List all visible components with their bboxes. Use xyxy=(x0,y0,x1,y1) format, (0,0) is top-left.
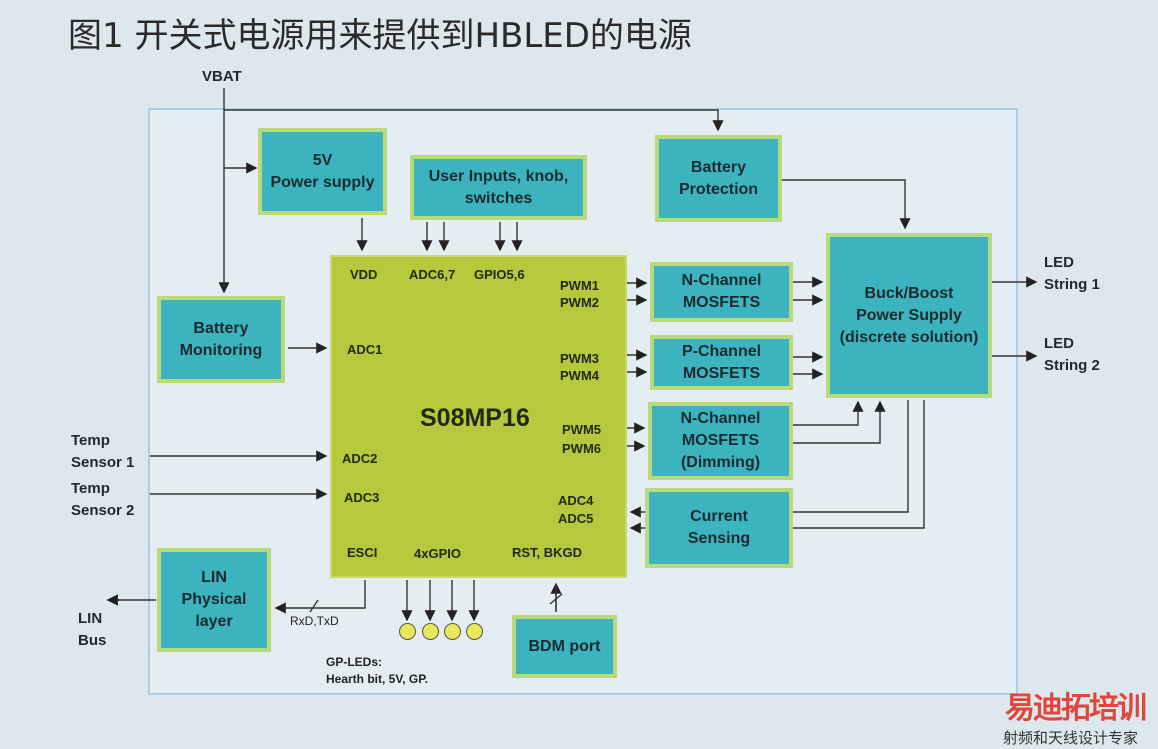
mcu-s08mp16: S08MP16 VDD ADC6,7 GPIO5,6 ADC1 ADC2 ADC… xyxy=(330,255,627,578)
power-supply-5v-block: 5V Power supply xyxy=(258,128,387,215)
gp-led-1 xyxy=(399,623,416,640)
gp-led-2 xyxy=(422,623,439,640)
pin-adc1: ADC1 xyxy=(347,342,383,357)
pin-adc2: ADC2 xyxy=(342,451,378,466)
temp-sensor-2-label: Temp Sensor 2 xyxy=(71,480,135,519)
pin-pwm4: PWM4 xyxy=(560,368,599,383)
bdm-port-block: BDM port xyxy=(512,615,617,678)
led-string-2-label: LED String 2 xyxy=(1044,335,1100,374)
pin-adc4: ADC4 xyxy=(558,493,594,508)
pin-pwm2: PWM2 xyxy=(560,295,599,310)
watermark-tagline: 射频和天线设计专家 xyxy=(1003,729,1139,747)
gp-leds-label: GP-LEDs: Hearth bit, 5V, GP. xyxy=(326,655,429,686)
pin-adc5: ADC5 xyxy=(558,511,594,526)
pin-vdd: VDD xyxy=(350,267,378,282)
vbat-label: VBAT xyxy=(202,68,242,85)
buck-boost-block: Buck/Boost Power Supply (discrete soluti… xyxy=(826,233,992,398)
pin-gpio56: GPIO5,6 xyxy=(474,267,525,282)
pin-4xgpio: 4xGPIO xyxy=(414,546,461,561)
p-channel-mosfets-block: P-Channel MOSFETS xyxy=(650,335,793,390)
pin-pwm5: PWM5 xyxy=(562,422,601,437)
gp-led-4 xyxy=(466,623,483,640)
mcu-name: S08MP16 xyxy=(420,404,530,432)
pin-pwm3: PWM3 xyxy=(560,351,599,366)
gp-led-3 xyxy=(444,623,461,640)
pin-pwm1: PWM1 xyxy=(560,278,599,293)
pin-esci: ESCI xyxy=(347,545,378,560)
pin-pwm6: PWM6 xyxy=(562,441,601,456)
watermark-brand: 易迪拓培训 xyxy=(1005,691,1147,726)
pin-adc3: ADC3 xyxy=(344,490,380,505)
user-inputs-block: User Inputs, knob, switches xyxy=(410,155,587,220)
lin-bus-label: LIN Bus xyxy=(78,610,107,649)
pin-adc67: ADC6,7 xyxy=(409,267,456,282)
figure-title: 图1 开关式电源用来提供到HBLED的电源 xyxy=(68,16,692,56)
led-string-1-label: LED String 1 xyxy=(1044,254,1100,293)
temp-sensor-1-label: Temp Sensor 1 xyxy=(71,432,135,471)
n-channel-mosfets-block: N-Channel MOSFETS xyxy=(650,262,793,322)
n-channel-dimming-block: N-Channel MOSFETS (Dimming) xyxy=(648,402,793,480)
rxd-txd-label: RxD,TxD xyxy=(290,614,339,628)
lin-physical-layer-block: LIN Physical layer xyxy=(157,548,271,652)
battery-monitoring-block: Battery Monitoring xyxy=(157,296,285,383)
current-sensing-block: Current Sensing xyxy=(645,488,793,568)
pin-rst-bkgd: RST, BKGD xyxy=(512,545,583,560)
battery-protection-block: Battery Protection xyxy=(655,135,782,222)
